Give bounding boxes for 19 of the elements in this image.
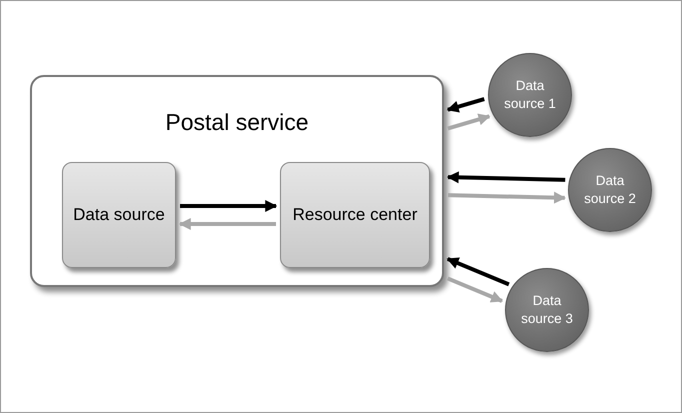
- arrow: [446, 257, 510, 286]
- process-box: [280, 162, 430, 268]
- container-title: Postal service: [165, 109, 309, 136]
- data-source-circle: [505, 268, 589, 352]
- arrow: [446, 171, 566, 184]
- circle-label: Data source 3: [520, 292, 574, 328]
- arrow: [178, 218, 276, 230]
- box-label: Resource center: [292, 205, 418, 225]
- process-box: [62, 162, 176, 268]
- box-label: Data source: [73, 205, 165, 225]
- arrow: [448, 192, 566, 204]
- arrow: [446, 276, 504, 303]
- arrow: [446, 97, 485, 112]
- data-source-circle: [488, 53, 572, 137]
- arrow: [180, 200, 278, 212]
- circle-label: Data source 1: [503, 77, 557, 113]
- container-box: [30, 75, 444, 287]
- circle-label: Data source 2: [583, 172, 637, 208]
- arrow: [447, 114, 490, 130]
